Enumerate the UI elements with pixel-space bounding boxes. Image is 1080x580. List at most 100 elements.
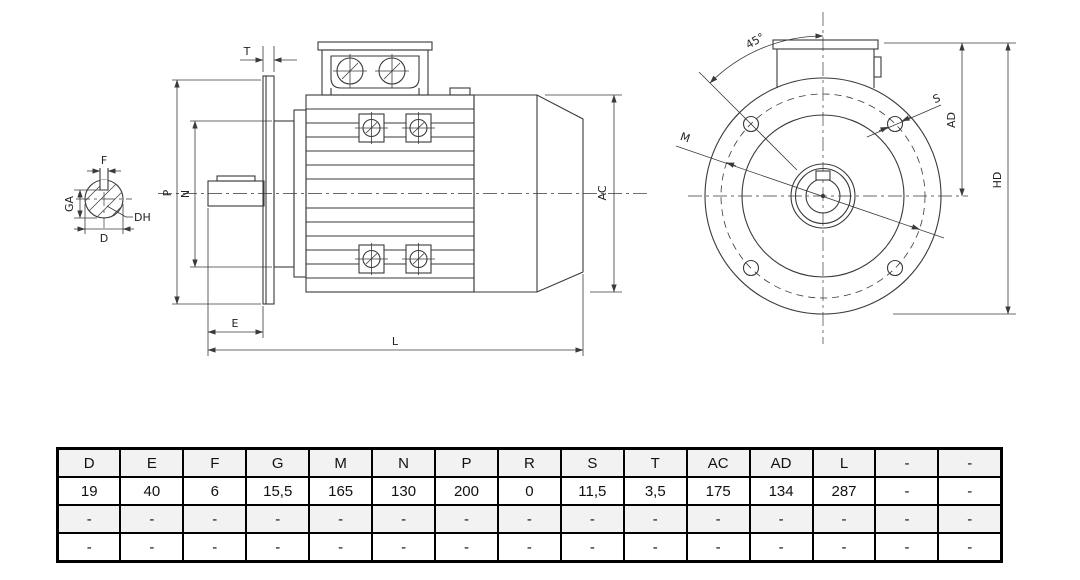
table-cell: - (748, 504, 814, 534)
table-cell: - (874, 504, 940, 534)
dim-ad: AD (884, 42, 1016, 197)
dim-label-p: P (161, 189, 174, 196)
dim-n: N (179, 120, 272, 268)
table-cell: - (182, 532, 248, 563)
table-cell: - (559, 532, 625, 563)
table-cell: - (622, 504, 688, 534)
dim-label-m: M (679, 130, 692, 145)
table-cell: - (496, 504, 562, 534)
table-cell: - (119, 532, 185, 563)
dim-p: P (161, 79, 261, 305)
table-cell: - (559, 504, 625, 534)
table-header-cell: G (245, 447, 311, 478)
table-cell: - (685, 504, 751, 534)
dim-label-l: L (392, 335, 399, 348)
dim-label-e: E (232, 317, 239, 330)
table-header-cell: P (434, 447, 499, 478)
table-cell: 19 (56, 476, 122, 506)
table-cell: - (496, 532, 562, 563)
dim-label-angle: 45° (744, 30, 767, 51)
table-cell: - (308, 532, 374, 563)
dim-t: T (240, 45, 297, 72)
cable-gland (333, 54, 367, 88)
fan-cover (473, 94, 584, 293)
table-header-cell: AC (685, 447, 751, 478)
table-header-cell: - (937, 447, 1003, 478)
table-header-cell: L (811, 447, 877, 478)
terminal-box-front (772, 39, 882, 88)
dim-label-t: T (243, 45, 251, 58)
assembly-bolts (355, 112, 435, 275)
flange-holes (742, 115, 904, 277)
shaft-section-detail: F GA D DH (63, 154, 151, 245)
table-header-cell: D (56, 447, 122, 478)
dim-s: S (866, 91, 943, 138)
table-cell: 6 (182, 476, 248, 506)
table-cell: - (245, 504, 311, 534)
table-cell: 0 (496, 476, 562, 506)
table-cell: - (371, 532, 437, 563)
table-row: --------------- (56, 532, 1003, 563)
table-cell: - (434, 504, 499, 534)
table-header-cell: M (308, 447, 374, 478)
table-cell: - (119, 504, 185, 534)
table-cell: - (937, 504, 1003, 534)
dim-label-hd: HD (991, 172, 1004, 189)
table-cell: 287 (811, 476, 877, 506)
table-cell: - (434, 532, 499, 563)
terminal-box-side (317, 41, 433, 96)
dim-angle-45: 45° (698, 30, 824, 171)
table-cell: - (811, 504, 877, 534)
dim-label-ga: GA (63, 196, 76, 213)
table-cell: - (371, 504, 437, 534)
dim-l: L (207, 274, 584, 356)
table-cell: - (874, 476, 940, 506)
table-cell: 165 (308, 476, 374, 506)
table-cell: 40 (119, 476, 185, 506)
dim-label-s: S (931, 91, 943, 106)
dim-label-n: N (179, 190, 192, 198)
table-cell: 15,5 (245, 476, 311, 506)
engineering-drawing: F GA D DH (63, 12, 1016, 356)
bolt-circle (720, 93, 926, 299)
table-cell: 200 (434, 476, 499, 506)
table-cell: 3,5 (622, 476, 688, 506)
motor-side-view: T P N E L (158, 41, 648, 356)
dim-ac: AC (545, 94, 622, 293)
table-cell: - (56, 532, 122, 563)
table-header-cell: N (371, 447, 437, 478)
table-cell: - (685, 532, 751, 563)
table-cell: - (937, 532, 1003, 563)
table-header-cell: - (874, 447, 940, 478)
dim-e: E (207, 208, 264, 356)
keyway (815, 170, 831, 181)
cable-gland (375, 54, 409, 88)
table-cell: 11,5 (559, 476, 625, 506)
dim-label-ad: AD (945, 112, 958, 128)
table-header-cell: F (182, 447, 248, 478)
dim-label-d: D (100, 232, 108, 245)
dim-hd: HD (893, 42, 1016, 315)
table-cell: - (874, 532, 940, 563)
dim-label-dh: DH (134, 211, 151, 224)
table-cell: - (245, 532, 311, 563)
table-header-cell: S (559, 447, 625, 478)
table-header-cell: E (119, 447, 185, 478)
table-cell: - (308, 504, 374, 534)
table-cell: - (811, 532, 877, 563)
dim-label-ac: AC (596, 185, 609, 200)
table-row: --------------- (56, 504, 1003, 534)
table-cell: - (748, 532, 814, 563)
dim-label-f: F (101, 154, 107, 167)
table-cell: - (622, 532, 688, 563)
table-cell: - (182, 504, 248, 534)
table-header-cell: R (496, 447, 562, 478)
table-cell: 175 (685, 476, 751, 506)
table-header-cell: AD (748, 447, 814, 478)
cooling-fins (306, 108, 474, 279)
table-cell: - (937, 476, 1003, 506)
